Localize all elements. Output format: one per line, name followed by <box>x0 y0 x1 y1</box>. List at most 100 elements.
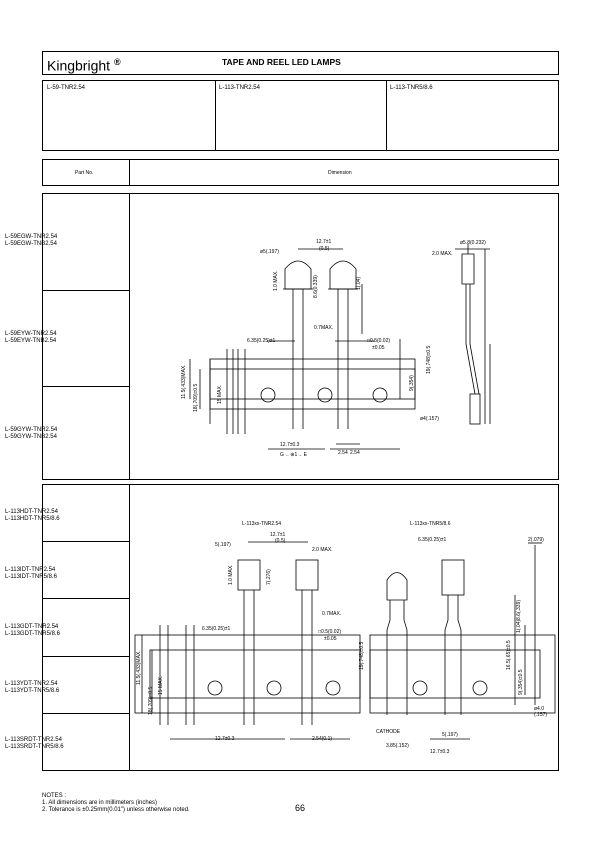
dim-label: ±0.05 <box>324 636 337 642</box>
dim-label: ø4.0 <box>534 706 544 712</box>
dim-label: 2.54 <box>350 450 360 456</box>
part-code: L-113HDT-TNR2.54 <box>5 509 58 515</box>
dim-label: 12.7±0.3 <box>215 736 235 742</box>
led-body <box>386 572 408 601</box>
brand-name: Kingbright ® <box>47 53 121 75</box>
led-body <box>329 260 357 290</box>
part-code: L-59EYW-TNB2.54 <box>5 337 57 344</box>
dim-label: 12.7±1 <box>316 239 331 245</box>
dim-label: 15 MAX. <box>217 385 223 404</box>
dim-label: 15 MAX. <box>158 676 164 695</box>
section2-row-line-4 <box>42 713 129 714</box>
section2-divider <box>129 484 130 771</box>
section2-box <box>42 484 559 771</box>
header-box <box>42 51 559 75</box>
carrier-tape-right <box>369 634 556 714</box>
dim-label: 11.5(.433)MAX. <box>136 650 142 685</box>
dim-label: 19(.748)±0.5 <box>426 345 432 374</box>
led-body <box>237 559 261 591</box>
section1-divider <box>129 193 130 480</box>
dim-label: 12.7±1 <box>270 532 285 538</box>
dim-label: (0.5) <box>319 246 330 252</box>
dim-label: 1.0 MAX. <box>273 270 279 291</box>
dim-label: G ←⊕1→ E <box>280 452 308 458</box>
dim-label: 0.7MAX. <box>322 611 341 617</box>
part-code: L-113SRDT-TNR5/8.6 <box>5 743 64 750</box>
variant-l113-254: L-113-TNR2.54 <box>219 85 260 91</box>
dim-label: (0.5) <box>275 538 286 544</box>
part-code: L-59EGW-TNB2.54 <box>5 240 57 247</box>
dimension-heading: Dimension <box>328 170 352 176</box>
dim-label: □0.5(0.02) <box>367 338 390 344</box>
dim-label: 2.54(0.1) <box>312 736 332 742</box>
dim-label: 6.35(0.25)±1 <box>202 626 231 632</box>
part-code: L-113YDT-TNR2.54 <box>5 681 58 687</box>
part-code: L-113SRDT-TNR2.54 <box>5 737 62 743</box>
section2-row-line-1 <box>42 541 129 542</box>
section1-row-line-1 <box>42 290 129 291</box>
carrier-tape-left <box>134 634 361 714</box>
part-code: L-113GDT-TNR5/8.6 <box>5 630 60 637</box>
dim-label: L-113xx-TNR5/8.6 <box>410 521 451 527</box>
dim-label: ø4(.157) <box>420 416 439 422</box>
carrier-tape-inner <box>209 368 416 400</box>
dim-label: 6.35(0.25)±1 <box>418 537 447 543</box>
notes-heading: NOTES : <box>42 793 67 799</box>
dim-label: 12.7±0.3 <box>430 749 450 755</box>
carrier-tape-left-inner <box>149 649 361 699</box>
variant-l59: L-59-TNR2.54 <box>47 85 86 91</box>
dim-label: CATHODE <box>376 729 401 735</box>
dim-label: 7(.276) <box>266 569 272 585</box>
sprocket-hole <box>412 680 428 696</box>
section1-drawing: 12.7±1 (0.5) ø5(.197) ø5.8(0.232) 2.0 MA… <box>181 239 491 458</box>
part-code: L-113HDT-TNR5/8.6 <box>5 515 60 522</box>
part-code: L-59EYW-TNR2.54 <box>5 331 57 337</box>
sprocket-hole <box>266 680 282 696</box>
table-header-box <box>42 159 559 186</box>
dim-label: (.157) <box>534 712 547 718</box>
dim-label: 1(.04) <box>516 620 522 633</box>
notes: NOTES : 1. All dimensions are in millime… <box>42 793 190 814</box>
sprocket-hole <box>372 387 388 403</box>
dim-label: ±0.05 <box>372 345 385 351</box>
dim-label: 0.7MAX. <box>314 325 333 331</box>
part-code: L-59GYW-TNR2.54 <box>5 427 58 433</box>
sprocket-hole <box>207 680 223 696</box>
dim-label: 8.6(.339) <box>516 600 522 620</box>
led-body <box>441 559 465 596</box>
dim-label: 8.6(0.339) <box>313 275 319 298</box>
sprocket-hole <box>472 680 488 696</box>
led-body <box>295 559 319 591</box>
dim-label: 9(.354)±0.5 <box>518 669 524 695</box>
dim-label: 16.5(.65)±0.5 <box>506 640 512 670</box>
sprocket-hole <box>317 387 333 403</box>
dim-label: 3.85(.152) <box>386 743 409 749</box>
dim-label: 12.7±0.3 <box>280 442 300 448</box>
dim-label: 1.0 MAX. <box>228 564 234 585</box>
dim-label: 9(.354) <box>409 375 415 391</box>
sprocket-hole <box>260 387 276 403</box>
part-no-heading: Part No. <box>75 170 94 176</box>
dim-label: 18(.709)±0.5 <box>148 686 154 715</box>
dim-label: 2(.079) <box>528 537 544 543</box>
dim-label: □0.5(0.02) <box>318 629 341 635</box>
side-tape <box>469 393 481 425</box>
dim-label: 6.35(0.25)±1 <box>247 338 276 344</box>
dim-label: 18(.709)±0.5 <box>193 383 199 412</box>
section2-drawing: L-113xx-TNR2.54 L-113xx-TNR5/8.6 12.7±1 … <box>134 521 556 755</box>
table-header-divider <box>129 159 130 186</box>
dim-label: 1(.04) <box>356 277 362 290</box>
section1-row-line-2 <box>42 386 129 387</box>
dim-label: 2.0 MAX. <box>312 547 333 553</box>
side-led <box>461 253 475 285</box>
carrier-tape <box>209 358 416 410</box>
page-title: TAPE AND REEL LED LAMPS <box>222 57 341 67</box>
carrier-tape-right-inner <box>369 649 541 699</box>
led-body <box>284 260 312 290</box>
registered-mark: ® <box>113 57 121 67</box>
section2-row-line-2 <box>42 598 129 599</box>
page-number: 66 <box>295 803 306 813</box>
